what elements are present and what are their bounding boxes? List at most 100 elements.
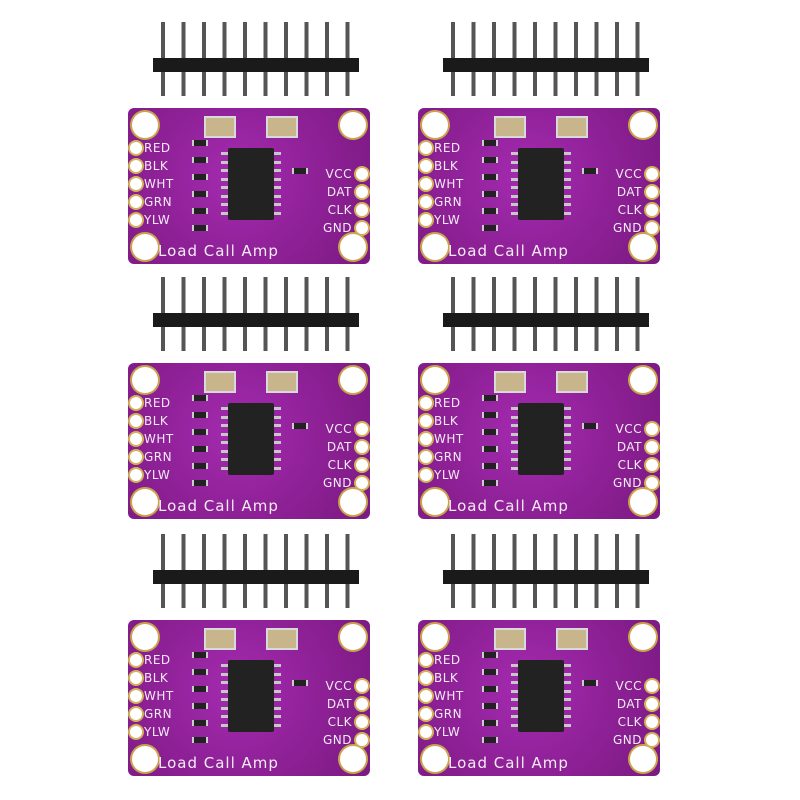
chip-pin xyxy=(511,169,518,172)
pin-label-wht: WHT xyxy=(144,689,174,703)
chip-pin xyxy=(564,449,571,453)
chip-pin xyxy=(221,152,228,155)
pin-header xyxy=(153,20,363,100)
pin-label-red: RED xyxy=(434,141,461,155)
capacitor xyxy=(494,628,526,650)
chip-pin xyxy=(221,723,228,727)
mounting-hole xyxy=(630,746,656,772)
chip-pin xyxy=(564,177,571,181)
chip-pin xyxy=(221,432,228,436)
pin-header xyxy=(443,532,653,612)
pin-pad xyxy=(420,397,432,409)
chip-pin xyxy=(221,466,228,470)
pin-label-ylw: YLW xyxy=(144,725,171,739)
chip-pin xyxy=(564,681,571,684)
resistor xyxy=(482,463,498,469)
resistor xyxy=(482,174,498,180)
pin-label-ylw: YLW xyxy=(144,213,171,227)
resistor xyxy=(482,395,498,401)
capacitor xyxy=(494,116,526,138)
mounting-hole xyxy=(422,624,448,650)
resistor xyxy=(292,680,308,686)
pin-pad xyxy=(356,734,368,746)
pin-label-clk: CLK xyxy=(327,715,352,729)
pin-pad xyxy=(356,186,368,198)
chip-pin xyxy=(221,715,228,718)
pin-label-vcc: VCC xyxy=(615,422,642,436)
chip-pin xyxy=(511,698,518,701)
pin-pad xyxy=(646,186,658,198)
pin-label-clk: CLK xyxy=(327,203,352,217)
resistor xyxy=(482,737,498,743)
pin-label-dat: DAT xyxy=(616,697,642,711)
resistor xyxy=(292,423,308,429)
chip-pin xyxy=(564,407,571,410)
chip-pin xyxy=(274,458,281,461)
module-label: Load Call Amp xyxy=(158,242,279,260)
chip-pin xyxy=(564,415,571,419)
pin-pad xyxy=(646,459,658,471)
chip-pin xyxy=(511,415,518,419)
resistor xyxy=(192,191,208,197)
chip-pin xyxy=(274,466,281,470)
mounting-hole xyxy=(422,367,448,393)
pin-label-wht: WHT xyxy=(434,177,464,191)
pin-pad xyxy=(130,160,142,172)
chip-pin xyxy=(511,407,518,410)
pin-label-vcc: VCC xyxy=(615,679,642,693)
chip-pin xyxy=(511,186,518,189)
resistor xyxy=(192,703,208,709)
pin-pad xyxy=(420,708,432,720)
pin-pad xyxy=(356,716,368,728)
resistor xyxy=(192,140,208,146)
pin-pad xyxy=(646,423,658,435)
pin-label-red: RED xyxy=(434,396,461,410)
chip-pin xyxy=(221,449,228,453)
resistor xyxy=(482,652,498,658)
pin-label-grn: GRN xyxy=(144,707,173,721)
chip-pin xyxy=(274,203,281,206)
chip-pin xyxy=(274,407,281,410)
pin-label-grn: GRN xyxy=(434,707,463,721)
pin-label-wht: WHT xyxy=(434,432,464,446)
chip-pin xyxy=(511,681,518,684)
pin-header xyxy=(153,275,363,355)
module-label: Load Call Amp xyxy=(448,754,569,772)
chip-pin xyxy=(564,152,571,155)
pin-label-blk: BLK xyxy=(144,671,169,685)
mounting-hole xyxy=(132,234,158,260)
chip-pin xyxy=(221,177,228,181)
amplifier-chip xyxy=(511,403,571,475)
pin-label-blk: BLK xyxy=(434,414,459,428)
module-label: Load Call Amp xyxy=(448,242,569,260)
pin-label-red: RED xyxy=(144,396,171,410)
chip-pin xyxy=(564,424,571,427)
resistor xyxy=(192,429,208,435)
mounting-hole xyxy=(340,489,366,515)
pin-pad xyxy=(646,168,658,180)
pin-pad xyxy=(130,469,142,481)
resistor xyxy=(192,686,208,692)
pin-pad xyxy=(130,451,142,463)
chip-pin xyxy=(511,194,518,198)
pin-pad xyxy=(646,680,658,692)
chip-pin xyxy=(274,160,281,164)
resistor xyxy=(192,463,208,469)
resistor xyxy=(192,446,208,452)
resistor xyxy=(582,168,598,174)
pin-label-gnd: GND xyxy=(612,476,642,490)
mounting-hole xyxy=(630,112,656,138)
pin-pad xyxy=(130,196,142,208)
mounting-hole xyxy=(340,367,366,393)
pin-label-dat: DAT xyxy=(616,440,642,454)
resistor xyxy=(482,412,498,418)
chip-pin xyxy=(221,441,228,444)
chip-pin xyxy=(564,160,571,164)
pin-label-gnd: GND xyxy=(322,733,352,747)
resistor xyxy=(192,225,208,231)
pin-pad xyxy=(646,698,658,710)
